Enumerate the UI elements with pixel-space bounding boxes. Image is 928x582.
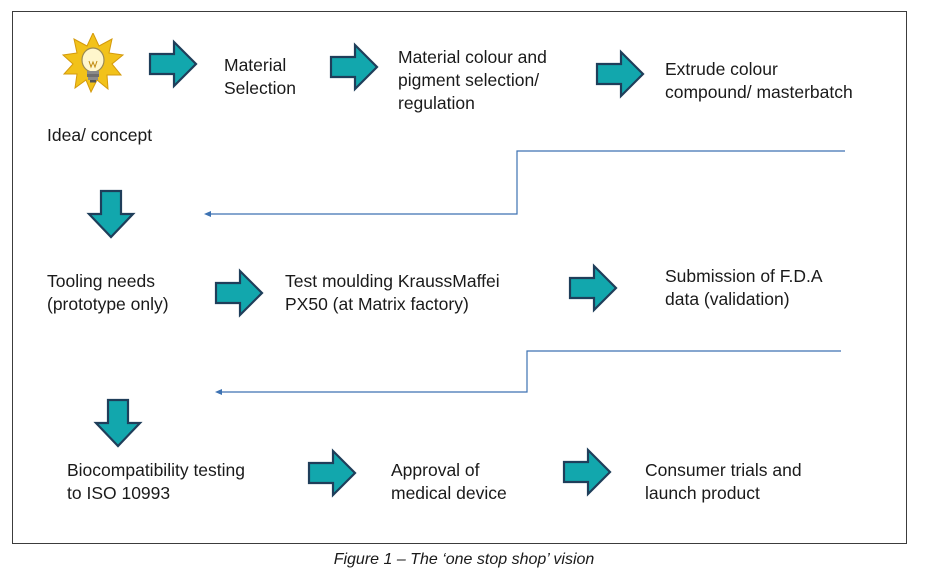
right-arrow-3 <box>595 49 645 99</box>
right-arrow-6 <box>307 448 357 498</box>
figure-caption: Figure 1 – The ‘one stop shop’ vision <box>333 551 595 568</box>
lightbulb-icon <box>61 33 125 94</box>
connector-line-2 <box>219 350 841 393</box>
step-biocompatibility-label: Biocompatibility testing to ISO 10993 <box>67 460 245 503</box>
right-arrow-5 <box>568 263 618 313</box>
down-arrow-1 <box>86 189 136 239</box>
right-arrow-7 <box>562 447 612 497</box>
step-colour-label: Material colour and pigment selection/ r… <box>398 47 547 113</box>
right-arrow-1 <box>148 39 198 89</box>
right-arrow-2 <box>329 42 379 92</box>
step-extrude-label: Extrude colour compound/ masterbatch <box>665 59 853 102</box>
step-approval-label: Approval of medical device <box>391 460 507 503</box>
step-tooling-label: Tooling needs (prototype only) <box>47 271 169 314</box>
step-material-label: Material Selection <box>224 55 296 98</box>
step-idea-label: Idea/ concept <box>47 125 153 145</box>
step-consumer-label: Consumer trials and launch product <box>645 460 802 503</box>
right-arrow-4 <box>214 268 264 318</box>
connector-arrowhead-2 <box>215 389 222 395</box>
step-fda-label: Submission of F.D.A data (validation) <box>665 266 823 309</box>
connector-arrowhead-1 <box>204 211 211 217</box>
diagram-frame <box>12 11 907 544</box>
down-arrow-2 <box>93 398 143 448</box>
step-test-moulding-label: Test moulding KraussMaffei PX50 (at Matr… <box>285 271 500 314</box>
connector-line-1 <box>208 150 845 215</box>
